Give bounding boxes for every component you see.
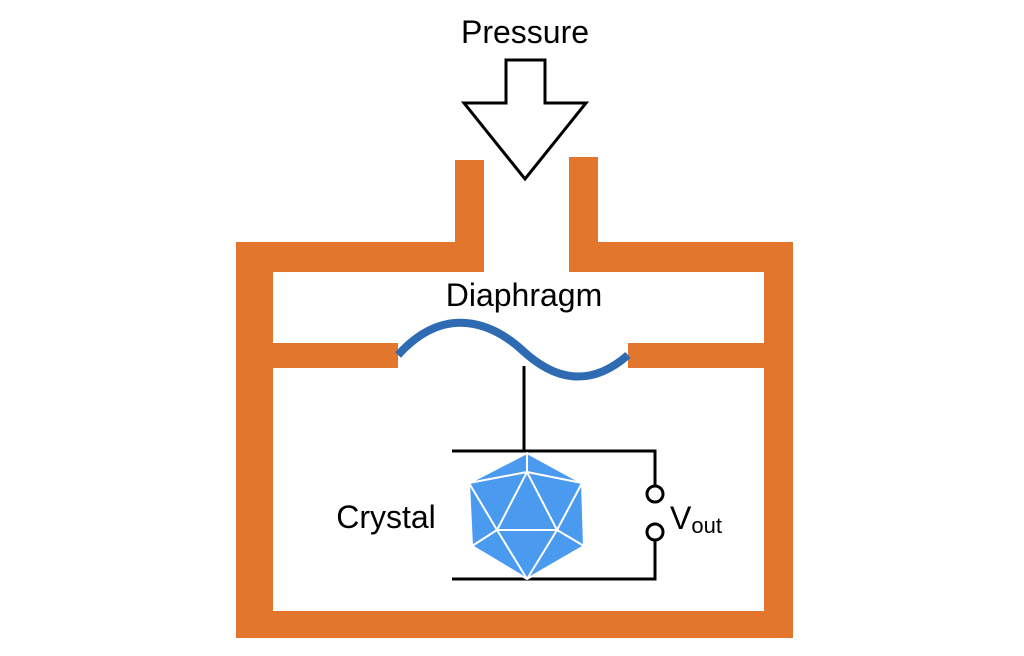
diaphragm-label: Diaphragm [446,277,603,313]
circuit-wiring [452,366,657,581]
sensor-housing [236,157,793,638]
housing-left-wall [236,242,273,638]
output-terminal-top [645,484,665,504]
crystal-icon [468,452,585,580]
housing-bottom [236,611,793,638]
crystal-body [469,453,584,579]
pressure-arrow-icon [460,58,590,182]
output-terminal-bottom [645,522,665,542]
pressure-label: Pressure [461,14,589,50]
vout-subscript: out [691,513,722,538]
diaphragm [395,318,631,381]
housing-top-right [569,242,793,272]
vout-main: V [670,500,692,536]
housing-right-wall [764,242,793,638]
bottom-electrode-wire [452,541,657,581]
housing-top-left [236,242,484,272]
crystal-label: Crystal [336,499,436,535]
diaphragm-ledge-right [628,343,764,368]
top-electrode-wire [452,449,657,486]
diaphragm-ledge-left [273,343,398,368]
crystal-facet-edges [468,452,585,580]
vout-label: Vout [670,500,722,538]
